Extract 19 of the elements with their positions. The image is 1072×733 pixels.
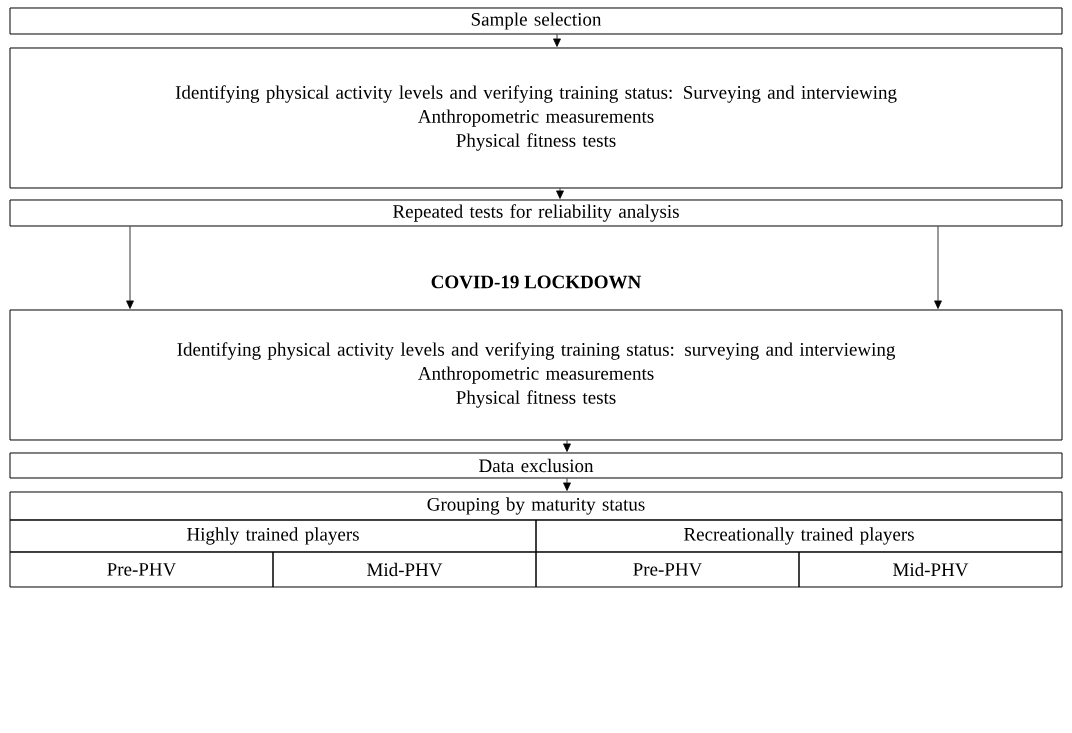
arrow — [563, 478, 571, 491]
process-box: Pre-PHV — [9, 551, 274, 588]
process-box: Grouping by maturity status — [9, 491, 1063, 521]
process-box: Sample selection — [9, 7, 1063, 35]
process-box: Recreationally trained players — [535, 519, 1063, 553]
process-box: Identifying physical activity levels and verifying training status: surveying and interviewing Anthropometric measurements Physical fitness tests — [9, 309, 1063, 441]
process-box: Highly trained players — [9, 519, 537, 553]
heading-label: COVID-19 LOCKDOWN — [431, 275, 642, 289]
arrow — [553, 34, 561, 47]
arrow — [563, 440, 571, 452]
arrow — [126, 226, 134, 309]
process-box: Mid-PHV — [272, 551, 537, 588]
arrow — [556, 188, 564, 199]
process-box: Identifying physical activity levels and verifying training status: Surveying and interviewing Anthropometric measurements Physical fitness tests — [9, 47, 1063, 189]
process-box: Mid-PHV — [798, 551, 1063, 588]
arrow — [934, 226, 942, 309]
process-box: Data exclusion — [9, 452, 1063, 479]
process-box: Repeated tests for reliability analysis — [9, 199, 1063, 227]
process-box: Pre-PHV — [535, 551, 800, 588]
